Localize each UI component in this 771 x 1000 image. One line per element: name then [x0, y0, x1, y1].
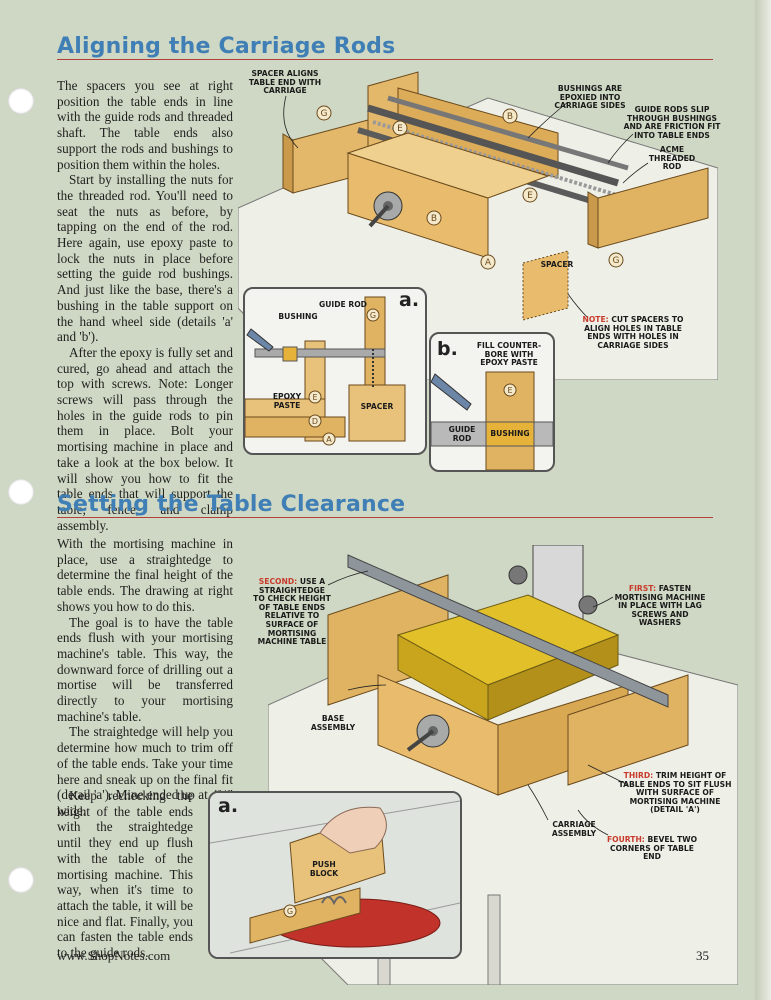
callout-bushings: BUSHINGS ARE EPOXIED INTO CARRIAGE SIDES [554, 84, 626, 111]
detail-bushing: BUSHING [490, 429, 530, 438]
detail-epoxy: EPOXY PASTE [272, 392, 302, 410]
callout-note: NOTE: CUT SPACERS TO ALIGN HOLES IN TABL… [578, 315, 688, 350]
part-letter: B [431, 214, 437, 224]
callout-prefix: NOTE: [582, 315, 609, 324]
part-letter: G [370, 311, 376, 320]
part-letter: G [613, 256, 620, 266]
part-letter: E [312, 393, 317, 402]
callout-second: SECOND: USE A STRAIGHTEDGE TO CHECK HEIG… [252, 577, 332, 647]
part-letter: A [485, 258, 492, 268]
detail-fill: FILL COUNTER-BORE WITH EPOXY PASTE [476, 341, 542, 368]
detail-bushing: BUSHING [278, 312, 318, 321]
part-letter: G [321, 109, 328, 119]
section2-body: With the mortising machine in place, use… [57, 536, 233, 819]
page-edge [755, 0, 771, 1000]
section2-paragraph: With the mortising machine in place, use… [57, 536, 233, 614]
section1-paragraph: After the epoxy is fully set and cured, … [57, 344, 233, 533]
detail-label: a. [399, 289, 420, 311]
part-letter: D [312, 417, 318, 426]
part-letter: E [507, 386, 512, 395]
detail-a-box: G E D A a. GUIDE ROD BUSHING EPOXY PASTE… [243, 287, 427, 455]
callout-guide-rods: GUIDE RODS SLIP THROUGH BUSHINGS AND ARE… [623, 105, 721, 140]
callout-first: FIRST: FASTEN MORTISING MACHINE IN PLACE… [610, 584, 710, 628]
detail-spacer: SPACER [360, 402, 394, 411]
section1-heading: Aligning the Carriage Rods [57, 34, 396, 59]
callout-fourth: FOURTH: BEVEL TWO CORNERS OF TABLE END [604, 835, 700, 862]
heading-rule [57, 517, 713, 518]
section1-paragraph: Start by installing the nuts for the thr… [57, 172, 233, 345]
footer-website: www.ShopNotes.com [57, 948, 171, 963]
section1-body: The spacers you see at right position th… [57, 78, 233, 533]
callout-text: CUT SPACERS TO ALIGN HOLES IN TABLE ENDS… [584, 315, 684, 350]
part-letter: B [507, 112, 513, 122]
part-letter: E [527, 191, 533, 201]
callout-text: USE A STRAIGHTEDGE TO CHECK HEIGHT OF TA… [253, 577, 331, 647]
callout-prefix: FOURTH: [606, 835, 645, 844]
section2-body-narrow: Keep rechecking the height of the table … [57, 788, 193, 961]
callout-spacer-aligns: SPACER ALIGNS TABLE END WITH CARRIAGE [248, 69, 322, 96]
callout-prefix: FIRST: [628, 584, 657, 593]
callout-spacer: SPACER [540, 260, 574, 269]
section2-paragraph: Keep rechecking the height of the table … [57, 788, 193, 961]
detail-guide-rod: GUIDE ROD [448, 425, 476, 443]
callout-acme: ACME THREADED ROD [648, 145, 696, 172]
part-letter: E [397, 124, 403, 134]
callout-text: FASTEN MORTISING MACHINE IN PLACE WITH L… [614, 584, 706, 628]
section1-paragraph: The spacers you see at right position th… [57, 78, 233, 172]
detail-push-block: PUSH BLOCK [309, 860, 339, 878]
callout-third: THIRD: TRIM HEIGHT OF TABLE ENDS TO SIT … [618, 771, 732, 815]
page-number: 35 [696, 948, 709, 963]
binder-hole [8, 88, 34, 114]
callout-prefix: SECOND: [258, 577, 298, 586]
callout-text: BEVEL TWO CORNERS OF TABLE END [610, 835, 698, 862]
detail-b-box: E b. FILL COUNTER-BORE WITH EPOXY PASTE … [429, 332, 555, 472]
section2-heading: Setting the Table Clearance [57, 492, 406, 517]
section2-paragraph: The goal is to have the table ends flush… [57, 614, 233, 724]
callout-base: BASE ASSEMBLY [310, 714, 356, 732]
callout-text: TRIM HEIGHT OF TABLE ENDS TO SIT FLUSH W… [618, 771, 732, 815]
detail-label: b. [437, 338, 458, 360]
detail-a-push-box: G a. PUSH BLOCK [208, 791, 462, 959]
detail-guide-rod: GUIDE ROD [319, 300, 367, 309]
section2-paragraph: The straightedge will help you determine… [57, 724, 233, 818]
callout-carriage: CARRIAGE ASSEMBLY [551, 820, 597, 838]
detail-label: a. [218, 795, 239, 817]
heading-rule [57, 59, 713, 60]
binder-hole [8, 867, 34, 893]
binder-hole [8, 479, 34, 505]
callout-prefix: THIRD: [623, 771, 654, 780]
part-letter: G [287, 907, 293, 916]
part-letter: A [326, 435, 332, 444]
